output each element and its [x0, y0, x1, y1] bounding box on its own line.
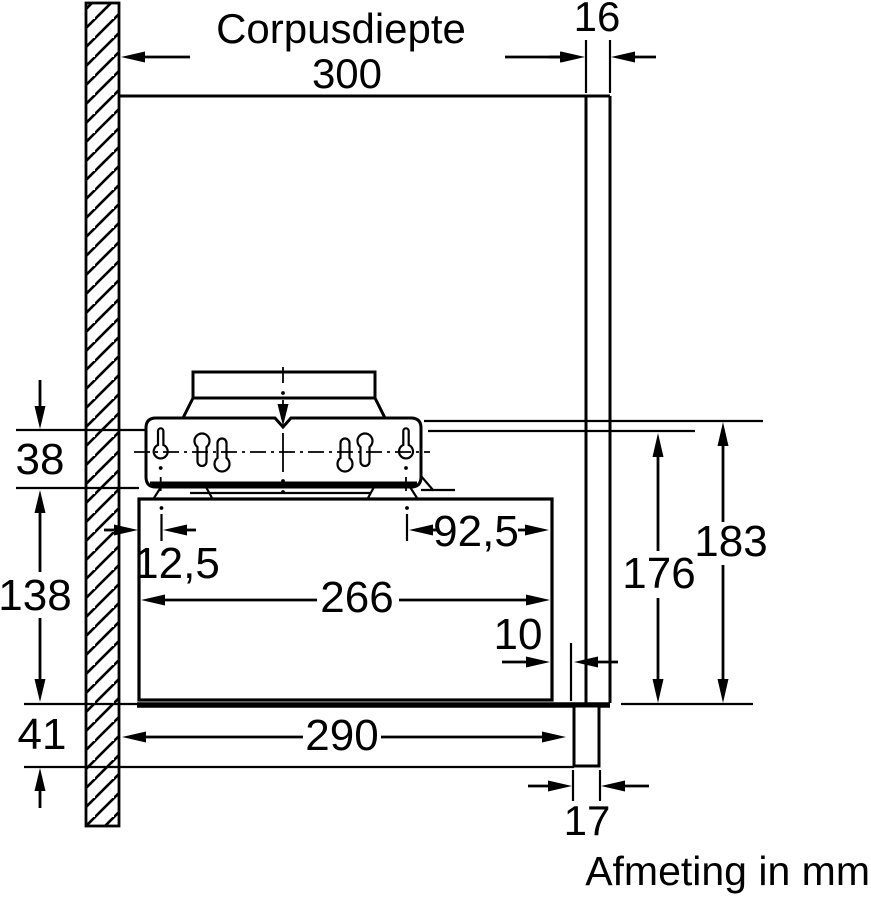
dim-corpusdiepte-value: 300: [312, 50, 382, 97]
mounting-plate: [144, 416, 455, 499]
dim-290-value: 290: [305, 711, 378, 760]
arrow-down-icon: [34, 406, 46, 429]
keyhole-circle-up-icon: [356, 432, 374, 468]
mount-direction-arrow-icon: [277, 404, 289, 426]
centerline-dot: [281, 479, 285, 483]
arrow-right-icon: [561, 51, 585, 63]
arrow-left-icon: [574, 656, 598, 668]
dim-16-value: 16: [574, 0, 621, 40]
duct-collar: [181, 370, 387, 419]
arrow-left-icon: [141, 594, 165, 606]
dim-corpusdiepte: Corpusdiepte 300: [121, 5, 584, 97]
arrow-up-icon: [717, 422, 729, 446]
dim-keyhole-right-offset: 92,5: [405, 506, 549, 556]
cabinet-outline: [119, 94, 612, 703]
dim-92-5-value: 92,5: [433, 507, 519, 556]
dim-12-5-value: 12,5: [134, 539, 220, 588]
dim-138-value: 138: [0, 571, 72, 620]
arrow-up-icon: [34, 768, 46, 791]
arrow-right-icon: [542, 731, 566, 743]
centerline-dot: [159, 506, 164, 510]
dim-17-value: 17: [564, 797, 611, 844]
dim-visor-thickness: 17: [528, 780, 649, 844]
arrow-up-icon: [34, 490, 46, 513]
keyhole-slot-right-icon: [397, 427, 415, 460]
dim-266-value: 266: [320, 573, 393, 622]
collar-flare-right: [373, 397, 387, 419]
dim-183-value: 183: [694, 517, 767, 566]
wall-section: [84, 1, 121, 828]
arrow-right-icon: [526, 656, 550, 668]
keyhole-circle-down-icon: [336, 437, 354, 473]
dim-41-value: 41: [18, 710, 67, 759]
arrow-right-icon: [114, 524, 138, 536]
keyhole-circle-up-icon: [193, 432, 211, 468]
centerline-dot: [281, 490, 285, 494]
dim-38-value: 38: [16, 435, 65, 484]
plate-foot: [367, 486, 375, 499]
arrow-left-icon: [409, 524, 433, 536]
centerlines: [134, 367, 430, 494]
dim-10-value: 10: [494, 610, 543, 659]
plate-side-bracket: [420, 475, 455, 492]
dim-body-width: 266: [141, 573, 550, 622]
dim-keyhole-left-offset: 12,5: [104, 506, 220, 588]
arrow-left-icon: [601, 780, 625, 792]
dim-inner-height: 176: [622, 433, 696, 703]
arrow-down-icon: [34, 679, 46, 702]
dim-pullout-depth: 290: [122, 711, 566, 760]
dim-corpusdiepte-label: Corpusdiepte: [216, 5, 466, 52]
centerline-dot: [404, 466, 408, 470]
dim-panel-thickness: 16: [549, 0, 656, 63]
wall-hatch: [84, 1, 121, 828]
arrow-right-icon: [548, 780, 572, 792]
visor-strip: [572, 704, 601, 768]
units-note: Afmeting in mm: [585, 848, 870, 894]
plate-foot: [409, 486, 418, 499]
collar-top: [191, 370, 377, 398]
dim-front-gap: 10: [494, 610, 618, 668]
arrow-left-icon: [122, 731, 146, 743]
dim-176-value: 176: [622, 549, 695, 598]
arrow-left-icon: [611, 51, 635, 63]
collar-flare-left: [181, 397, 195, 419]
dim-left-chain: 38 138 41: [0, 380, 72, 808]
arrow-down-icon: [717, 679, 729, 703]
dim-overall-height: 183: [694, 422, 768, 703]
arrow-down-icon: [652, 679, 664, 703]
centerline-dot: [405, 506, 409, 510]
arrow-right-icon: [525, 524, 549, 536]
centerline-dot: [281, 391, 285, 395]
arrow-up-icon: [652, 433, 664, 457]
arrow-left-icon: [163, 524, 187, 536]
keyhole-circle-down-icon: [213, 437, 231, 473]
centerline-dot: [158, 466, 163, 470]
arrow-right-icon: [526, 594, 550, 606]
reference-lines: [16, 40, 763, 801]
